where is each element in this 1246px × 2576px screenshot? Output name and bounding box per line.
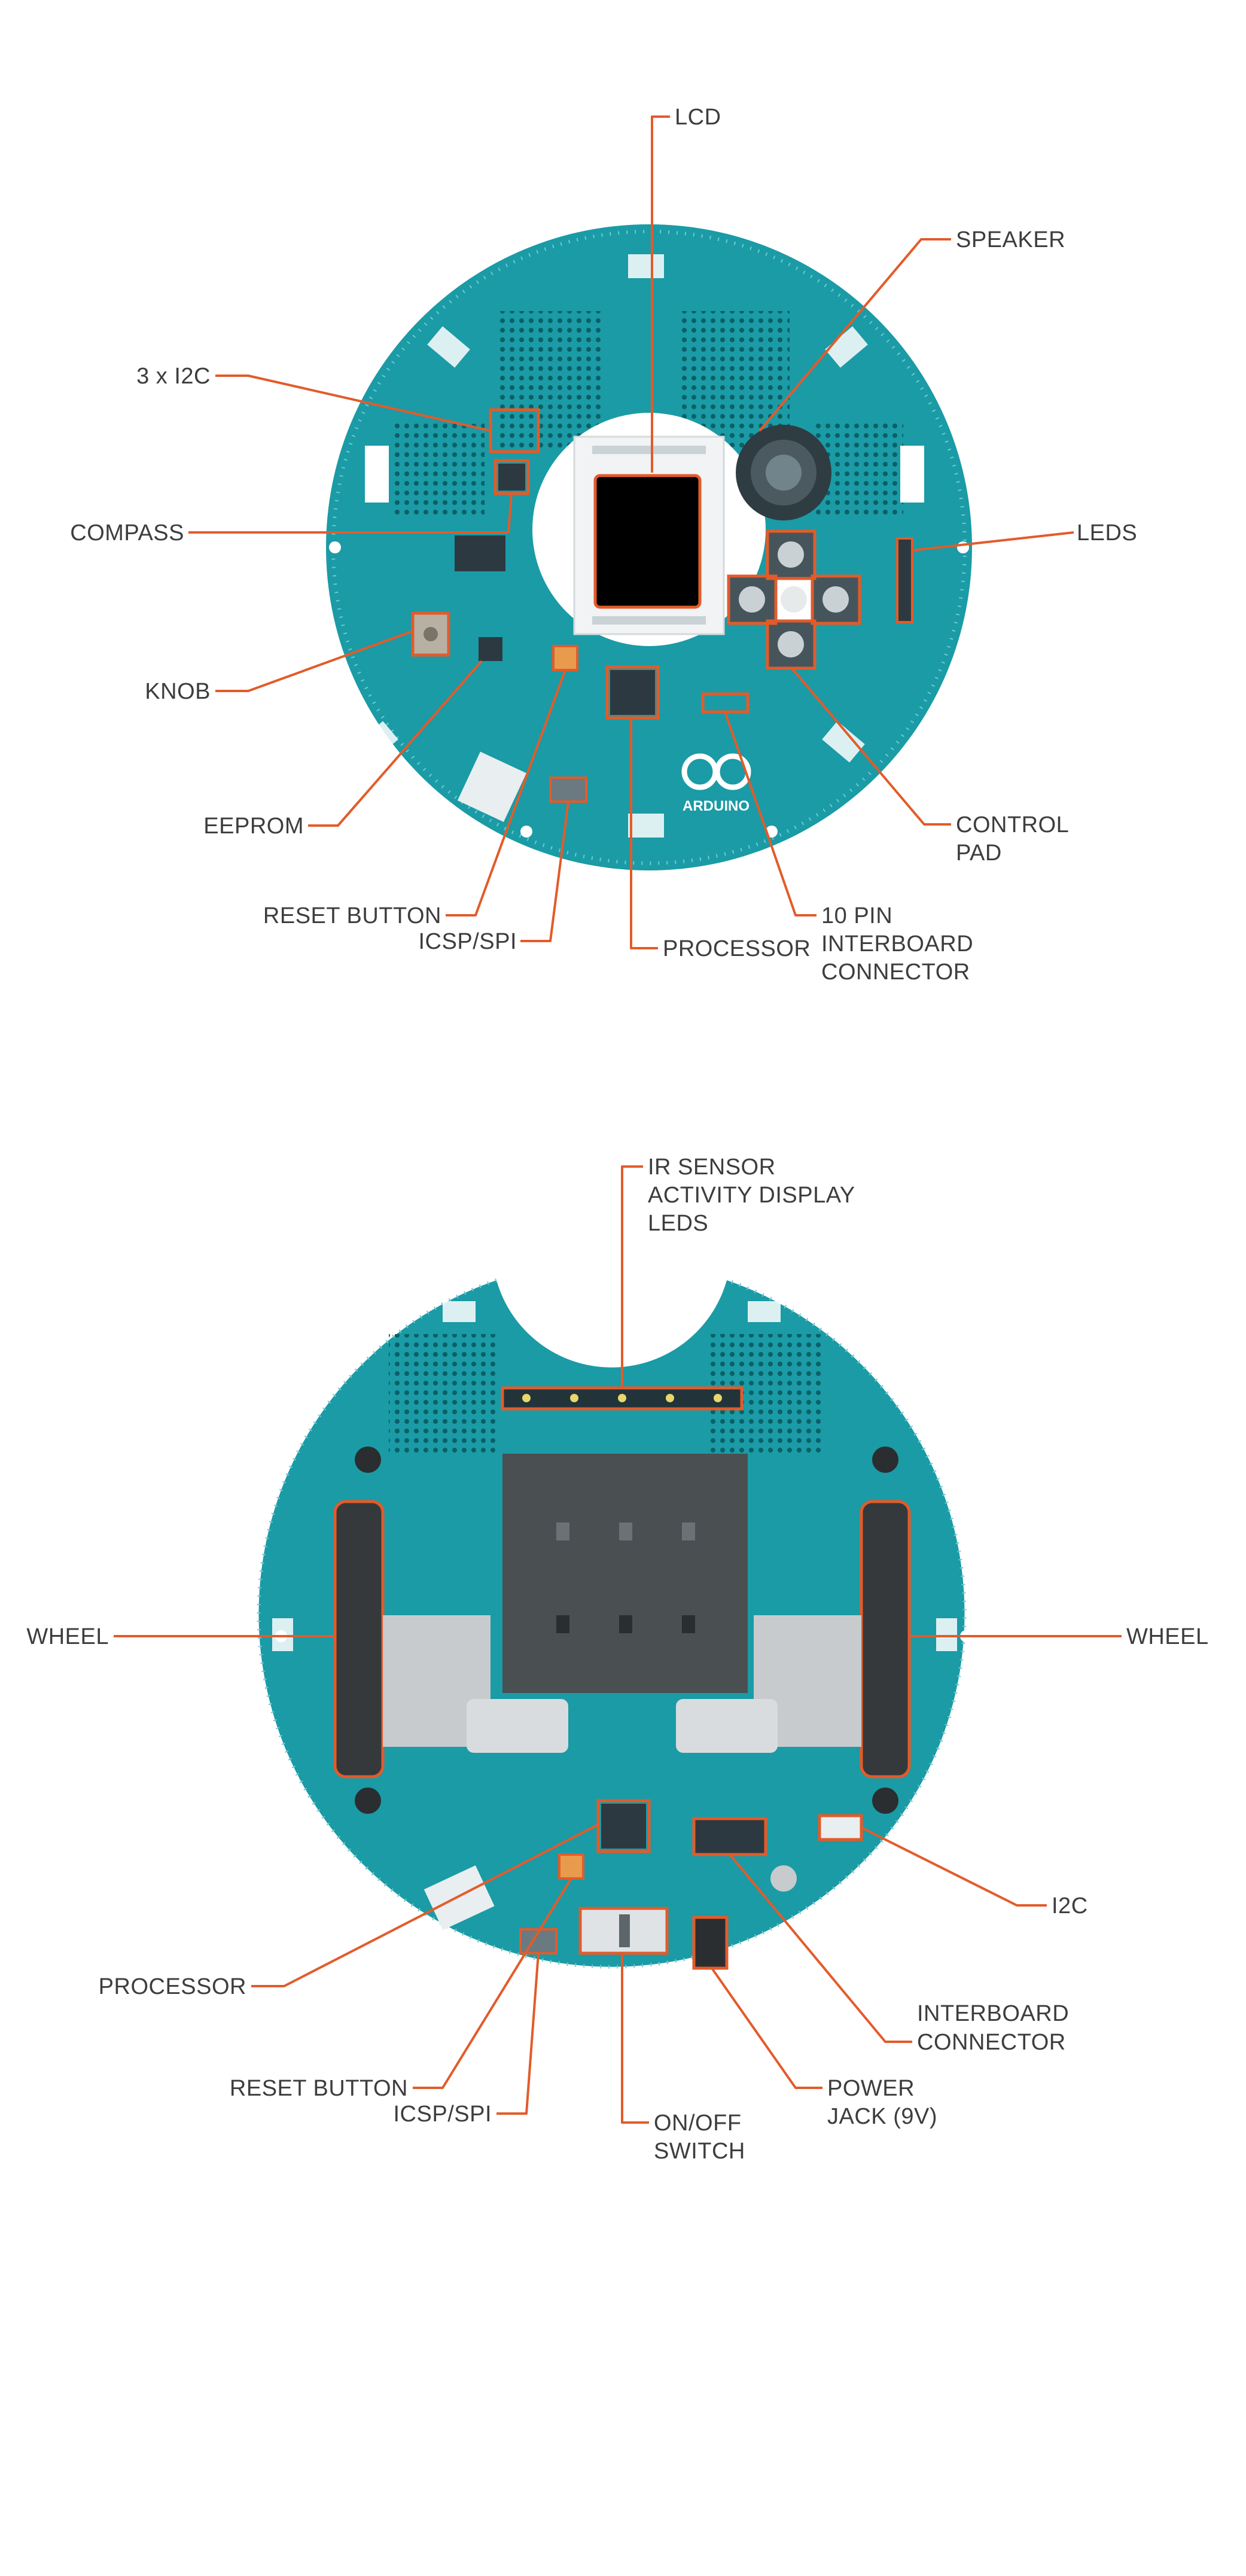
battery-holder	[502, 1454, 748, 1693]
label-eeprom: EEPROM	[203, 814, 304, 839]
header-connector	[628, 254, 664, 278]
leader-i2c-bottom	[861, 1828, 1047, 1905]
leader-power	[712, 1968, 822, 2088]
label-interboard-bottom-1: INTERBOARD	[917, 2001, 1069, 2026]
label-compass: COMPASS	[70, 520, 184, 546]
eeprom-chip	[479, 637, 502, 661]
ir-led	[522, 1394, 531, 1402]
leader-icsp-bottom	[496, 1953, 538, 2114]
label-i2c-bottom: I2C	[1052, 1893, 1088, 1919]
label-switch-1: ON/OFF	[654, 2111, 742, 2136]
label-reset: RESET BUTTON	[263, 903, 441, 928]
power-jack	[694, 1917, 727, 1968]
label-control-pad-2: PAD	[956, 841, 1002, 866]
leader-ir	[622, 1167, 643, 1388]
header-connector	[936, 1618, 957, 1651]
mount-hole	[520, 826, 532, 838]
side-slot	[900, 446, 924, 503]
reset-button	[559, 1855, 583, 1878]
label-wheel-right: WHEEL	[1126, 1624, 1209, 1649]
label-processor: PROCESSOR	[663, 936, 811, 961]
icsp-header	[550, 778, 586, 802]
label-interboard-bottom-2: CONNECTOR	[917, 2030, 1066, 2055]
label-i2c: 3 x I2C	[136, 364, 211, 389]
standoff	[872, 1447, 898, 1473]
ir-led	[618, 1394, 626, 1402]
label-icsp-bottom: ICSP/SPI	[394, 2102, 492, 2127]
header-connector	[748, 1301, 781, 1322]
processor-chip	[601, 1804, 646, 1849]
proto-area	[496, 311, 604, 449]
label-interboard-1: 10 PIN	[821, 903, 892, 928]
ic-chip	[455, 535, 505, 571]
standoff	[355, 1447, 381, 1473]
control-board: ARDUINO	[326, 224, 972, 870]
header-connector	[443, 1301, 476, 1322]
header-connector	[628, 814, 664, 838]
label-icsp: ICSP/SPI	[419, 929, 517, 954]
label-speaker: SPEAKER	[956, 227, 1065, 252]
label-switch-2: SWITCH	[654, 2139, 745, 2164]
mount-hole	[329, 541, 341, 553]
label-reset-bottom: RESET BUTTON	[230, 2076, 408, 2101]
interboard-connector	[694, 1819, 766, 1855]
label-leds: LEDS	[1077, 520, 1137, 546]
motor-left	[467, 1699, 568, 1753]
label-lcd: LCD	[675, 105, 721, 130]
arduino-logo-text: ARDUINO	[683, 798, 750, 814]
ir-led	[714, 1394, 722, 1402]
lcd-pin-row	[592, 616, 706, 625]
label-power-2: JACK (9V)	[827, 2104, 937, 2129]
label-control-pad-1: CONTROL	[956, 812, 1069, 838]
capacitor	[770, 1865, 797, 1892]
compass-chip	[498, 464, 525, 491]
label-interboard-2: INTERBOARD	[821, 931, 973, 957]
wheel-left	[335, 1502, 383, 1777]
reset-button	[553, 646, 577, 670]
knob-center	[424, 627, 438, 641]
label-ir-3: LEDS	[648, 1211, 708, 1236]
motor-right	[676, 1699, 778, 1753]
label-interboard-3: CONNECTOR	[821, 960, 970, 985]
proto-area	[389, 1334, 496, 1454]
standoff	[872, 1788, 898, 1814]
standoff	[355, 1788, 381, 1814]
proto-area	[395, 419, 485, 514]
label-ir-2: ACTIVITY DISPLAY	[648, 1183, 855, 1208]
leds-strip	[897, 538, 912, 622]
wheel-right	[861, 1502, 909, 1777]
label-knob: KNOB	[145, 679, 211, 704]
processor-chip	[610, 670, 655, 715]
lcd-pin-row	[592, 446, 706, 454]
ir-led	[570, 1394, 578, 1402]
label-wheel-left: WHEEL	[26, 1624, 109, 1649]
label-ir-1: IR SENSOR	[648, 1155, 776, 1180]
motor-board	[258, 1280, 972, 1968]
speaker-grille	[766, 455, 802, 491]
label-processor-bottom: PROCESSOR	[99, 1974, 246, 1999]
lcd-screen	[595, 476, 700, 607]
i2c-connector	[820, 1816, 861, 1840]
side-slot	[365, 446, 389, 503]
label-power-1: POWER	[827, 2076, 915, 2101]
leader-switch	[622, 1953, 649, 2123]
ir-led	[666, 1394, 674, 1402]
